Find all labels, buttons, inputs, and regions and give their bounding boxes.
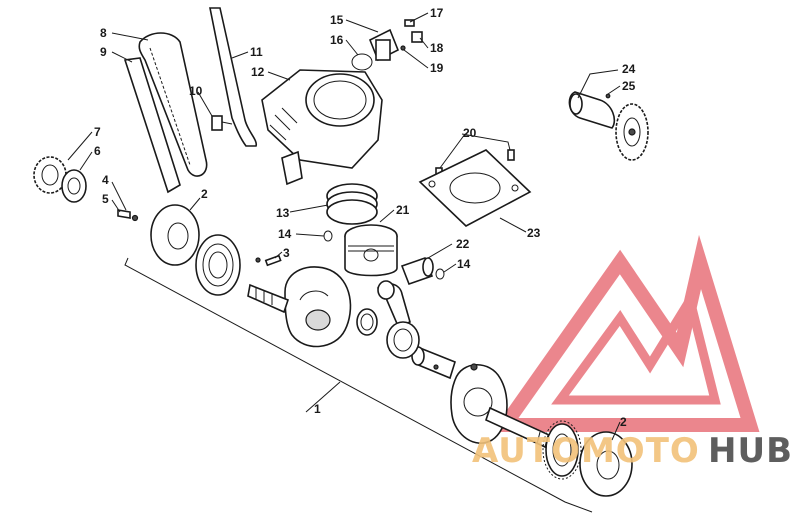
callout-13: 13: [276, 206, 290, 220]
chain-tensioner-arm: [209, 7, 258, 147]
chain-guide: [123, 57, 181, 194]
piston-pin: [400, 256, 434, 286]
callout-20: 20: [463, 126, 477, 140]
cylinder-base-gasket: [418, 149, 532, 227]
callout-22: 22: [456, 237, 470, 251]
oil-seal: [195, 234, 241, 296]
tensioner-gasket: [351, 53, 373, 71]
watermark-hub: HUB: [708, 431, 793, 471]
cylinder-block: [261, 69, 383, 169]
callout-15: 15: [330, 13, 344, 27]
callout-12: 12: [251, 65, 265, 79]
leader-lines: [67, 12, 621, 441]
callout-3: 3: [283, 246, 290, 260]
callout-9: 9: [100, 45, 107, 59]
tensioner-bolt-17: [404, 19, 415, 27]
callout-14-right: 14: [457, 257, 471, 271]
balance-shaft-gear: [615, 103, 649, 161]
callout-14-left: 14: [278, 227, 292, 241]
callout-10: 10: [189, 84, 203, 98]
tensioner-washer-19: [400, 45, 406, 51]
callout-25: 25: [622, 79, 636, 93]
callout-1: 1: [314, 402, 321, 416]
woodruff-key: [255, 254, 282, 267]
chain-tensioner-body: [368, 28, 400, 62]
cam-chain: [138, 32, 208, 177]
piston: [344, 224, 398, 277]
watermark-logo: [491, 234, 760, 432]
tensioner-bolt-18: [411, 31, 423, 43]
circlip-left: [323, 230, 333, 242]
watermark-text: AUTOMOTO HUB: [472, 431, 793, 471]
crankshaft-assembly: [124, 257, 593, 513]
connecting-rod: [376, 280, 420, 359]
tensioner-bolt: [211, 115, 233, 131]
callout-2-left: 2: [201, 187, 208, 201]
callout-16: 16: [330, 33, 344, 47]
callout-19: 19: [430, 61, 444, 75]
callout-4: 4: [102, 173, 109, 187]
callout-18: 18: [430, 41, 444, 55]
callout-21: 21: [396, 203, 410, 217]
callout-5: 5: [102, 192, 109, 206]
main-bearing-right: [579, 431, 633, 497]
crank-gear: [542, 420, 582, 480]
timing-sprocket-washer: [61, 169, 87, 203]
balance-shaft: [568, 91, 616, 129]
callout-23: 23: [527, 226, 541, 240]
main-bearing-left: [150, 204, 200, 266]
callout-8: 8: [100, 26, 107, 40]
balance-shaft-key: [605, 93, 611, 99]
piston-rings: [326, 183, 378, 225]
callout-6: 6: [94, 144, 101, 158]
watermark-automoto: AUTOMOTO: [472, 431, 700, 471]
timing-sprocket-gear: [33, 156, 67, 194]
dowel-pin: [281, 150, 303, 186]
circlip-right: [435, 268, 445, 280]
callout-11: 11: [250, 45, 263, 59]
bolt: [117, 209, 139, 222]
callout-labels: 1 2 2 3 4 5 6 7 8 9 10 11 12 13 14 14 15…: [94, 6, 636, 429]
callout-24: 24: [622, 62, 636, 76]
callout-17: 17: [430, 6, 444, 20]
callout-2-right: 2: [620, 415, 627, 429]
callout-7: 7: [94, 125, 101, 139]
